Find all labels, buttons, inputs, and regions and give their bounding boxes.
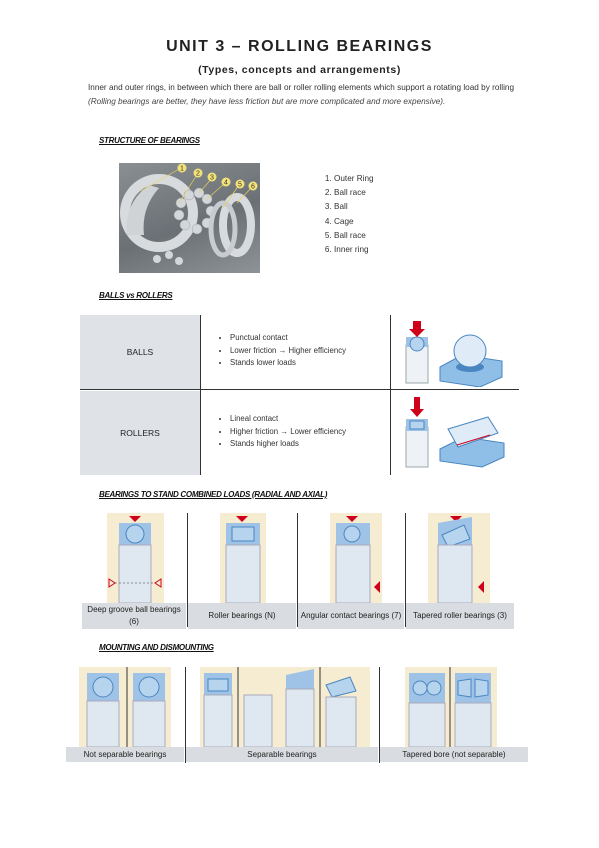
page-title: UNIT 3 – ROLLING BEARINGS [166, 38, 433, 55]
angular-contact-diagram [330, 513, 382, 604]
parts-list: Outer Ring Ball race Ball Cage Ball race… [298, 172, 374, 257]
callout-1: 1 [180, 166, 184, 173]
combined-heading: BEARINGS TO STAND COMBINED LOADS (RADIAL… [99, 490, 328, 499]
callout-6: 6 [251, 184, 255, 191]
ball-contact-diagram [405, 321, 503, 387]
column-divider [187, 513, 188, 627]
structure-heading: STRUCTURE OF BEARINGS [99, 136, 200, 145]
caption-deep-groove: Deep groove ball bearings (6) [82, 603, 186, 629]
bearing-exploded-image: 1 2 3 4 5 6 [120, 163, 258, 265]
intro-paragraph: Inner and outer rings, in between which … [88, 81, 514, 109]
deep-groove-diagram [107, 513, 164, 604]
tapered-roller-diagram [428, 513, 490, 604]
tapered-bore-diagram [405, 667, 497, 748]
roller-bearing-diagram [220, 513, 266, 604]
column-divider [297, 513, 298, 627]
point-item: Lineal contact [230, 413, 346, 426]
mounting-heading: MOUNTING AND DISMOUNTING [99, 643, 214, 652]
table-divider [80, 389, 519, 390]
column-divider [185, 667, 186, 763]
caption-tapered-bore: Tapered bore (not separable) [380, 747, 528, 762]
point-item: Punctual contact [230, 332, 346, 345]
point-item: Stands lower loads [230, 357, 346, 370]
rollers-label: ROLLERS [80, 391, 200, 475]
table-divider [390, 315, 391, 475]
balls-rollers-table: BALLS ROLLERS Punctual contact Lower fri… [80, 315, 519, 475]
intro-text: Inner and outer rings, in between which … [88, 83, 514, 92]
rollers-points: Lineal contact Higher friction → Lower e… [212, 413, 346, 451]
column-divider [405, 513, 406, 627]
column-divider [379, 667, 380, 763]
part-item: Ball [334, 200, 374, 214]
caption-not-separable: Not separable bearings [66, 747, 184, 762]
not-separable-diagram [79, 667, 171, 748]
page-subtitle: (Types, concepts and arrangements) [198, 64, 401, 76]
balls-label: BALLS [80, 315, 200, 389]
part-item: Cage [334, 215, 374, 229]
part-item: Inner ring [334, 243, 374, 257]
table-divider [200, 315, 201, 475]
caption-angular-contact: Angular contact bearings (7) [298, 603, 404, 629]
point-item: Higher friction → Lower efficiency [230, 426, 346, 439]
roller-contact-diagram [405, 397, 505, 468]
part-item: Ball race [334, 229, 374, 243]
caption-roller: Roller bearings (N) [188, 603, 296, 629]
callout-2: 2 [196, 171, 200, 178]
balls-points: Punctual contact Lower friction → Higher… [212, 332, 346, 370]
intro-italic: (Rolling bearings are better, they have … [88, 97, 446, 106]
point-item: Stands higher loads [230, 438, 346, 451]
bearing-exploded-photo: 1 2 3 4 5 6 [119, 163, 260, 273]
balls-rollers-heading: BALLS vs ROLLERS [99, 291, 173, 300]
caption-separable: Separable bearings [186, 747, 378, 762]
callout-4: 4 [224, 180, 228, 187]
caption-tapered-roller: Tapered roller bearings (3) [406, 603, 514, 629]
callout-3: 3 [210, 175, 214, 182]
part-item: Outer Ring [334, 172, 374, 186]
part-item: Ball race [334, 186, 374, 200]
callout-5: 5 [238, 182, 242, 189]
point-item: Lower friction → Higher efficiency [230, 345, 346, 358]
separable-diagram [200, 667, 370, 748]
